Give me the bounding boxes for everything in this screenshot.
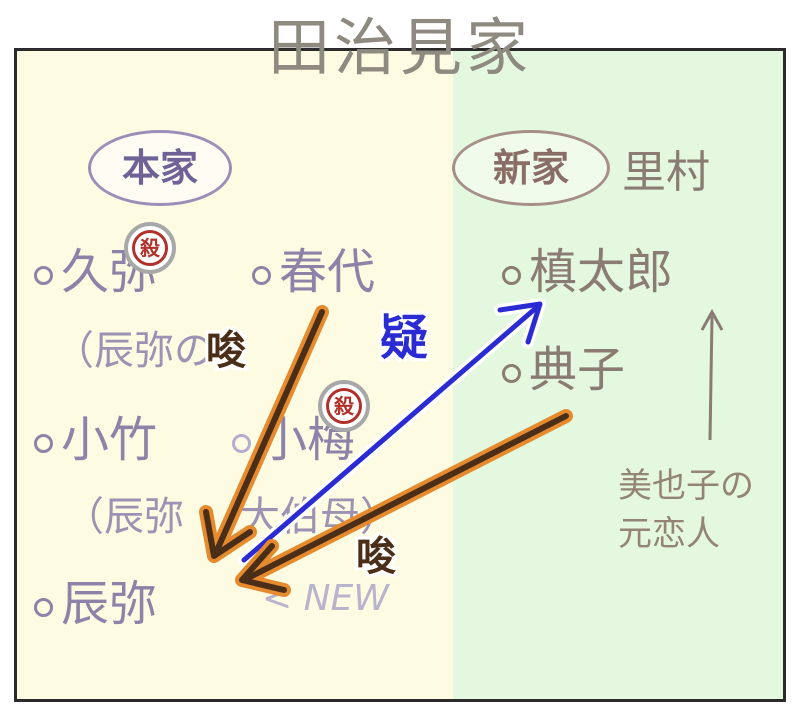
bullet-icon [502,363,521,383]
name-tatsuya: 辰弥 [61,576,158,632]
note-miyako-ex-line2: 元恋人 [618,514,720,554]
honke-label: 本家 [88,130,232,206]
arrow-haruyo-to-tatsuya [199,305,329,563]
name-noriko: 典子 [529,342,626,398]
note-pointer-arrowhead [700,308,724,331]
kill-stamp-hisaya: 殺 [124,222,176,274]
name-shintaro: 槙太郎 [529,244,674,300]
bullet-icon [232,433,251,453]
name-kotake: 小竹 [61,412,158,468]
bullet-icon [502,265,521,285]
satomura-label: 里村 [622,147,710,198]
note-pointer-arrow [708,315,714,441]
kill-stamp-text: 殺 [326,388,362,424]
page-title: 田治見家 [267,11,532,84]
instigate-label-1: 唆 [206,328,246,374]
instigate-label-2: 唆 [356,534,396,580]
bullet-icon [34,265,53,285]
member-haruyo: 春代 [252,232,375,302]
member-kotake: 小竹 [34,400,157,470]
note-tatsuya-relation-1: （辰弥の [54,328,214,374]
name-haruyo: 春代 [279,244,376,300]
shinke-label: 新家 [452,130,610,206]
new-tag-text: NEW [303,578,389,619]
suspect-label: 疑 [380,310,429,366]
bullet-icon [34,597,53,617]
arrow-noriko-to-tatsuya [235,409,573,597]
kill-stamp-koume: 殺 [318,380,370,432]
note-tatsuya-relation-2: （辰弥 [64,494,184,540]
member-tatsuya: 辰弥 [34,564,157,634]
member-shintaro: 槙太郎 [502,232,673,302]
arrow-tatsuya-to-shintaro [238,298,546,566]
member-noriko: 典子 [502,330,625,400]
bullet-icon [34,433,53,453]
bullet-icon [252,265,271,285]
note-miyako-ex-line1: 美也子の [618,466,754,506]
kill-stamp-text: 殺 [132,230,168,266]
